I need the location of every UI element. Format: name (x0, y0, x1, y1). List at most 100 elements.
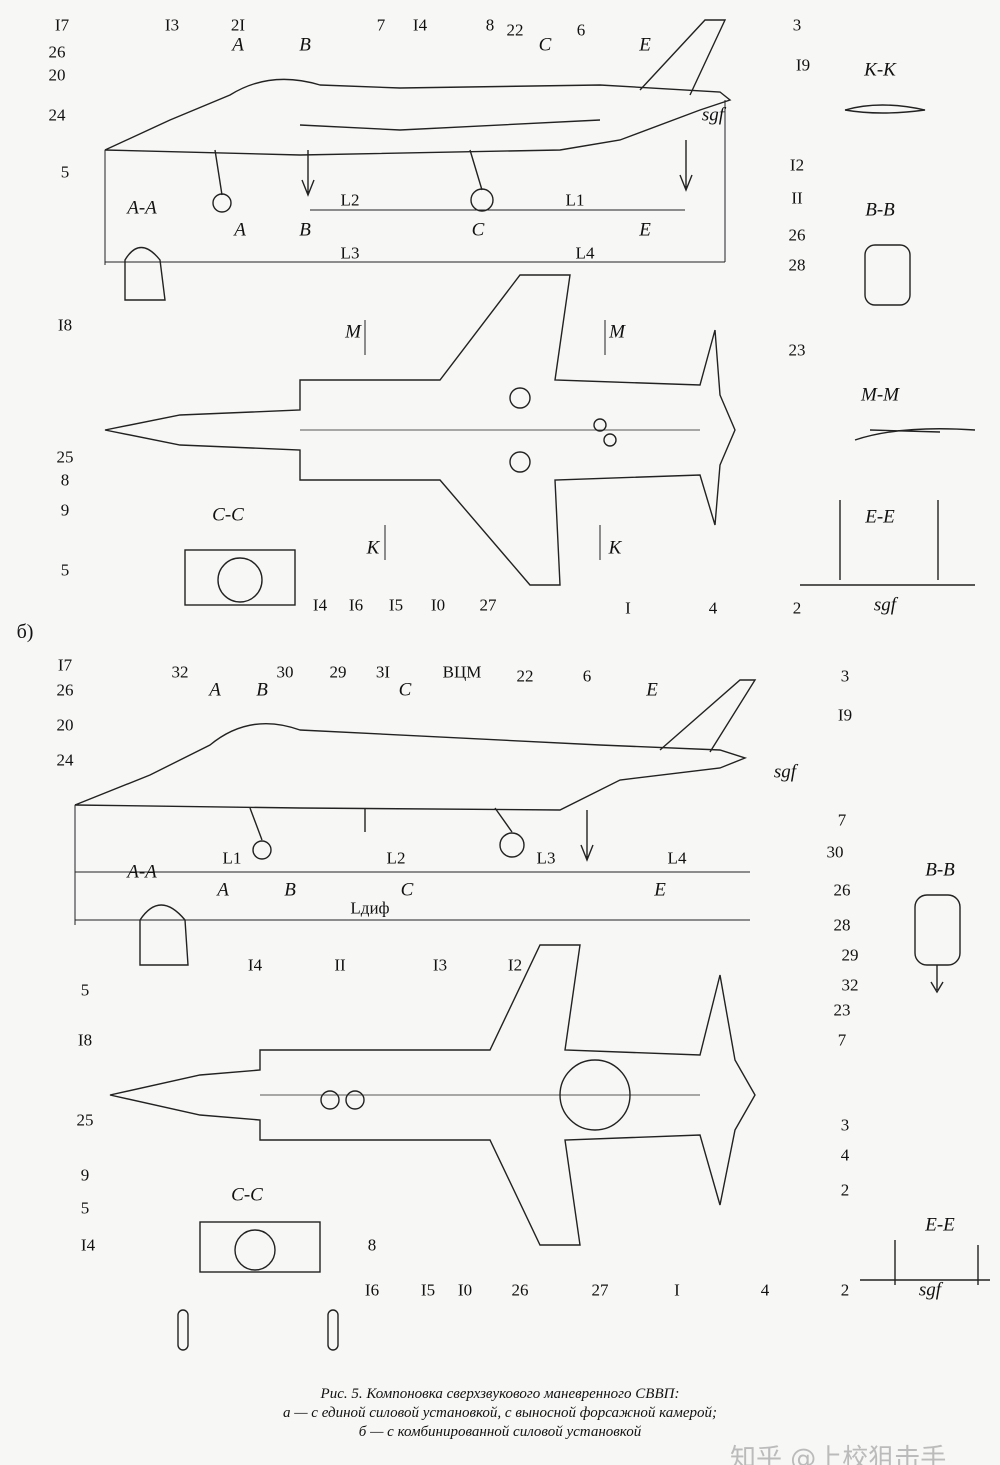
callout-label: 24 (48, 105, 66, 125)
section-title: A-A (127, 197, 157, 219)
section-mark: B (299, 34, 311, 56)
section-title: E-E (925, 1214, 955, 1236)
callout-label: 7 (837, 810, 847, 830)
dimension-label: L3 (536, 848, 556, 868)
callout-label: 32 (841, 975, 859, 995)
callout-label: 26 (788, 225, 806, 245)
sections-b (139, 894, 990, 1351)
callout-label: 6 (582, 666, 592, 686)
callout-label: I (625, 598, 631, 618)
callout-label: I7 (57, 655, 73, 675)
dimension-label: L1 (565, 190, 585, 210)
callout-label: 9 (60, 500, 70, 520)
callout-label: II (791, 188, 803, 208)
top-view-b (109, 944, 756, 1246)
dimension-label: L2 (386, 848, 406, 868)
callout-label: 26 (833, 880, 851, 900)
dimension-label: L2 (340, 190, 360, 210)
callout-label: ВЦМ (442, 662, 482, 682)
dimension-label: L4 (575, 243, 595, 263)
callout-label: 32 (171, 662, 189, 682)
section-mark: B (256, 679, 268, 701)
section-mark: M (609, 321, 625, 343)
callout-label: I3 (432, 955, 448, 975)
callout-label: 27 (591, 1280, 609, 1300)
callout-label: I6 (348, 595, 364, 615)
section-mark: K (608, 537, 622, 559)
callout-label: 8 (60, 470, 70, 490)
callout-label: sgf (873, 594, 897, 616)
callout-label: 8 (485, 15, 495, 35)
callout-label: I8 (77, 1030, 93, 1050)
section-title: C-C (231, 1184, 263, 1206)
callout-label: I4 (312, 595, 328, 615)
callout-label: I8 (57, 315, 73, 335)
callout-label: 3 (840, 1115, 850, 1135)
caption-line-a: а — с единой силовой установкой, с вынос… (282, 1405, 718, 1421)
section-mark: A (232, 34, 244, 56)
section-title: A-A (127, 861, 157, 883)
callout-label: I (674, 1280, 680, 1300)
callout-label: I4 (80, 1235, 96, 1255)
side-view-a (104, 19, 732, 265)
callout-label: I3 (164, 15, 180, 35)
callout-label: 2 (840, 1180, 850, 1200)
section-mark: C (538, 34, 552, 56)
callout-label: 27 (479, 595, 497, 615)
callout-label: 5 (60, 162, 70, 182)
callout-label: I0 (457, 1280, 473, 1300)
callout-label: 3 (840, 666, 850, 686)
callout-label: 20 (56, 715, 74, 735)
section-title: E-E (865, 506, 895, 528)
dimension-label: L4 (667, 848, 687, 868)
section-mark: C (398, 679, 412, 701)
callout-label: 29 (329, 662, 347, 682)
callout-label: I4 (247, 955, 263, 975)
callout-label: sgf (701, 104, 725, 126)
variant-b-marker: б) (16, 621, 34, 643)
top-view-a (104, 274, 736, 586)
callout-label: 25 (76, 1110, 94, 1130)
callout-label: 8 (367, 1235, 377, 1255)
callout-label: I9 (837, 705, 853, 725)
callout-label: 9 (80, 1165, 90, 1185)
dimension-label: L3 (340, 243, 360, 263)
section-mark: C (400, 879, 414, 901)
callout-label: 30 (276, 662, 294, 682)
dimension-label: L1 (222, 848, 242, 868)
callout-label: 24 (56, 750, 74, 770)
callout-label: 28 (788, 255, 806, 275)
callout-label: sgf (773, 761, 797, 783)
callout-label: I0 (430, 595, 446, 615)
section-title: C-C (212, 504, 244, 526)
callout-label: 25 (56, 447, 74, 467)
callout-label: 4 (840, 1145, 850, 1165)
callout-label: 2 (840, 1280, 850, 1300)
section-mark: A (209, 679, 221, 701)
callout-label: 5 (60, 560, 70, 580)
watermark: 知乎 @上校狙击手 (730, 1444, 947, 1465)
callout-label: 28 (833, 915, 851, 935)
section-mark: M (345, 321, 361, 343)
callout-label: 7 (376, 15, 386, 35)
callout-label: 6 (576, 20, 586, 40)
section-title: B-B (925, 859, 955, 881)
callout-label: 3 (792, 15, 802, 35)
callout-label: sgf (918, 1279, 942, 1301)
callout-label: I5 (388, 595, 404, 615)
callout-label: II (334, 955, 346, 975)
callout-label: 26 (48, 42, 66, 62)
callout-label: I2 (789, 155, 805, 175)
section-title: M-M (861, 384, 899, 406)
callout-label: I2 (507, 955, 523, 975)
section-mark: A (234, 219, 246, 241)
callout-label: I6 (364, 1280, 380, 1300)
section-mark: E (646, 679, 658, 701)
section-mark: C (471, 219, 485, 241)
caption-line-b: б — с комбинированной силовой установкой (358, 1424, 642, 1440)
callout-label: 30 (826, 842, 844, 862)
section-mark: A (217, 879, 229, 901)
section-mark: E (639, 34, 651, 56)
callout-label: I5 (420, 1280, 436, 1300)
